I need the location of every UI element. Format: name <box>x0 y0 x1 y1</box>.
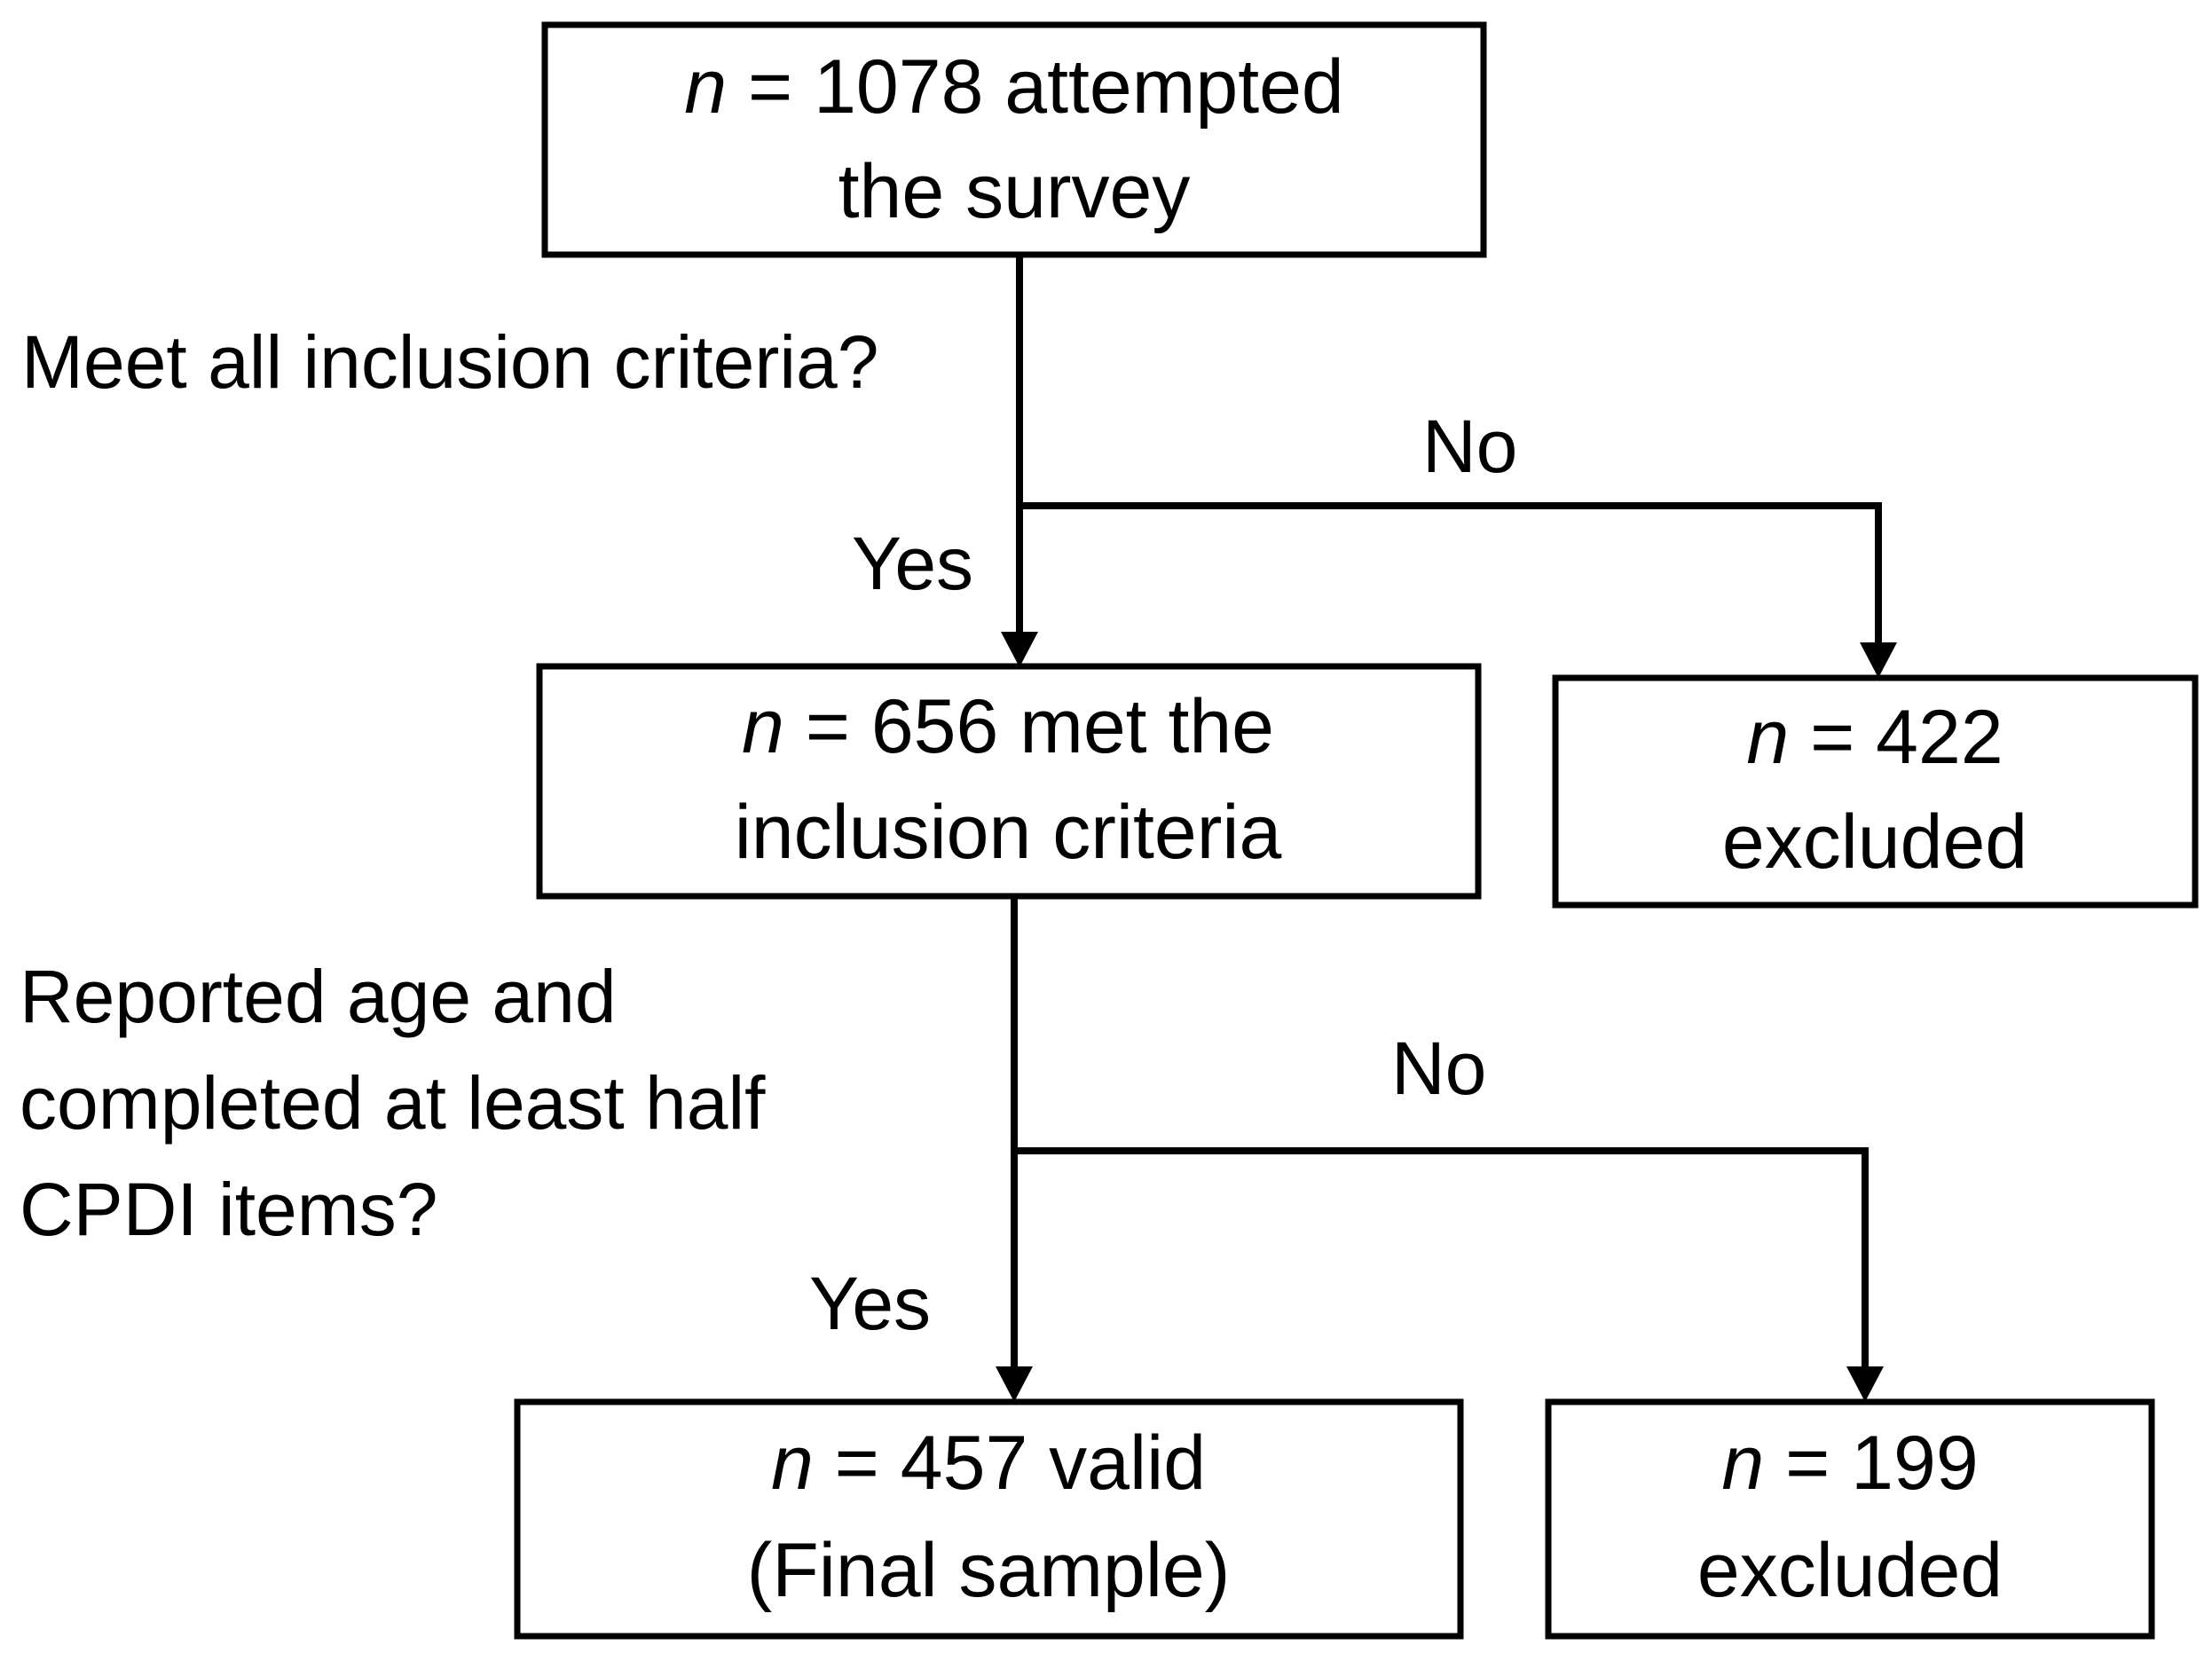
node-excluded-2-var: n <box>1721 1421 1764 1506</box>
edge-label-no-1: No <box>1422 405 1517 488</box>
node-met-line2: inclusion criteria <box>735 790 1282 875</box>
question-1-line1: Meet all inclusion criteria? <box>21 320 878 404</box>
connector-branch-no-2 <box>1014 1147 1869 1372</box>
node-attempted-var: n <box>684 44 727 130</box>
connectors-decision-1 <box>1016 255 1882 648</box>
node-attempted-box <box>541 21 1487 258</box>
node-excluded-2-line2: excluded <box>1697 1528 2003 1613</box>
node-attempted: n = 1078 attempted the survey <box>541 21 1487 258</box>
node-met-line1-rest: = 656 met the <box>784 684 1274 769</box>
node-excluded-1-var: n <box>1746 695 1789 780</box>
arrowhead-yes-1 <box>1001 632 1038 667</box>
edge-label-yes-2: Yes <box>809 1262 931 1345</box>
node-excluded-2-box <box>1545 1398 2155 1640</box>
node-met-line1: n = 656 met the <box>742 684 1274 769</box>
connector-branch-no-1 <box>1019 502 1882 648</box>
connectors-decision-2 <box>1011 896 1869 1372</box>
node-attempted-line1-rest: = 1078 attempted <box>727 44 1344 130</box>
node-valid-line1: n = 457 valid <box>771 1421 1206 1506</box>
node-valid-var: n <box>771 1421 814 1506</box>
node-valid-line1-rest: = 457 valid <box>814 1421 1206 1506</box>
node-met-box <box>536 663 1482 900</box>
node-valid-line2: (Final sample) <box>747 1528 1231 1613</box>
node-attempted-line2: the survey <box>838 149 1191 234</box>
node-valid: n = 457 valid (Final sample) <box>514 1398 1464 1640</box>
arrowhead-yes-2 <box>996 1366 1033 1402</box>
node-attempted-line1: n = 1078 attempted <box>684 44 1344 130</box>
arrowhead-no-2 <box>1846 1366 1884 1402</box>
question-2-line1: Reported age and <box>20 955 617 1038</box>
node-excluded-1-line2: excluded <box>1722 799 2027 885</box>
node-excluded-1: n = 422 excluded <box>1552 674 2199 909</box>
node-excluded-2: n = 199 excluded <box>1545 1398 2155 1640</box>
node-excluded-2-line1-rest: = 199 <box>1764 1421 1979 1506</box>
question-2-line2: completed at least half <box>20 1061 766 1145</box>
node-excluded-2-line1: n = 199 <box>1721 1421 1978 1506</box>
edge-label-no-2: No <box>1391 1027 1486 1110</box>
node-excluded-1-box <box>1552 674 2199 909</box>
edge-label-yes-1: Yes <box>852 522 973 605</box>
question-2-line3: CPDI items? <box>20 1168 437 1251</box>
node-valid-box <box>514 1398 1464 1640</box>
node-met: n = 656 met the inclusion criteria <box>536 663 1482 900</box>
arrowhead-no-1 <box>1860 642 1897 678</box>
node-excluded-1-line1: n = 422 <box>1746 695 2003 780</box>
node-met-var: n <box>742 684 784 769</box>
node-excluded-1-line1-rest: = 422 <box>1789 695 2003 780</box>
